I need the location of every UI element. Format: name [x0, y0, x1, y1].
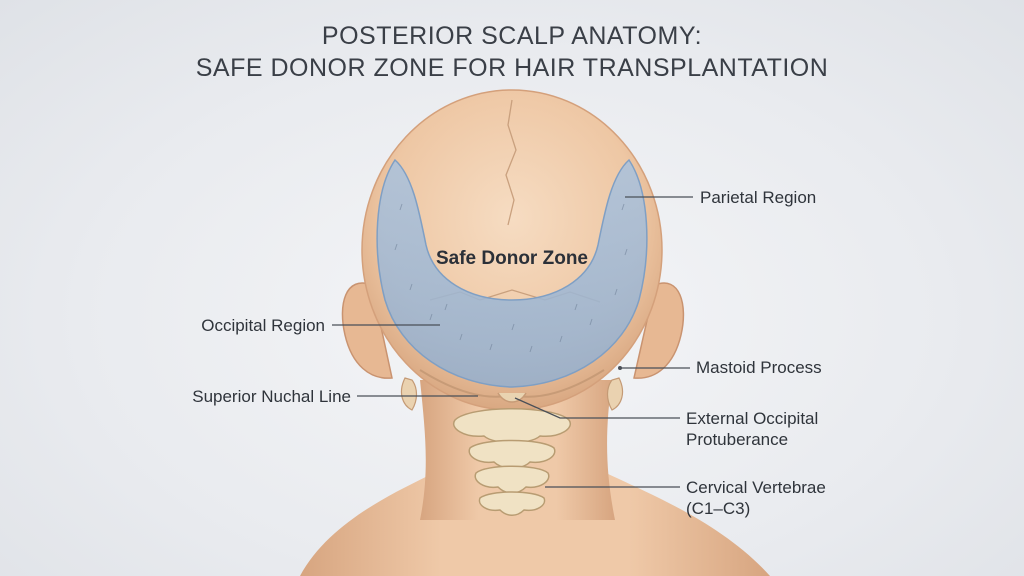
vertebra-c2	[468, 439, 556, 469]
donor-zone	[376, 158, 648, 388]
title-line-1: POSTERIOR SCALP ANATOMY:	[321, 22, 703, 50]
sagittal-suture	[505, 99, 517, 226]
left-mastoid	[400, 377, 418, 411]
label-eop-line1: External Occipital	[686, 409, 818, 428]
vertebra-c1	[452, 408, 572, 444]
label-occipital: Occipital Region	[201, 316, 325, 335]
donor-zone-label: Safe Donor Zone	[436, 248, 588, 269]
left-ear	[341, 282, 393, 379]
hair-texture	[394, 203, 628, 353]
label-nuchal: Superior Nuchal Line	[192, 387, 351, 406]
vertebra-c4	[478, 491, 546, 516]
shoulders	[300, 470, 770, 576]
cervical-vertebrae	[452, 408, 572, 516]
title-line-2: SAFE DONOR ZONE FOR HAIR TRANSPLANTATION	[195, 54, 829, 82]
label-cervical-line2: (C1–C3)	[686, 499, 750, 518]
label-parietal: Parietal Region	[700, 188, 816, 207]
label-mastoid: Mastoid Process	[696, 358, 822, 377]
leader-eop	[514, 397, 680, 419]
right-ear	[633, 282, 685, 379]
vertebra-c3	[474, 465, 550, 494]
label-eop-line2: Protuberance	[686, 430, 788, 449]
leader-dot-mastoid	[618, 366, 622, 370]
label-cervical-line1: Cervical Vertebrae	[686, 478, 826, 497]
right-mastoid	[606, 377, 624, 411]
